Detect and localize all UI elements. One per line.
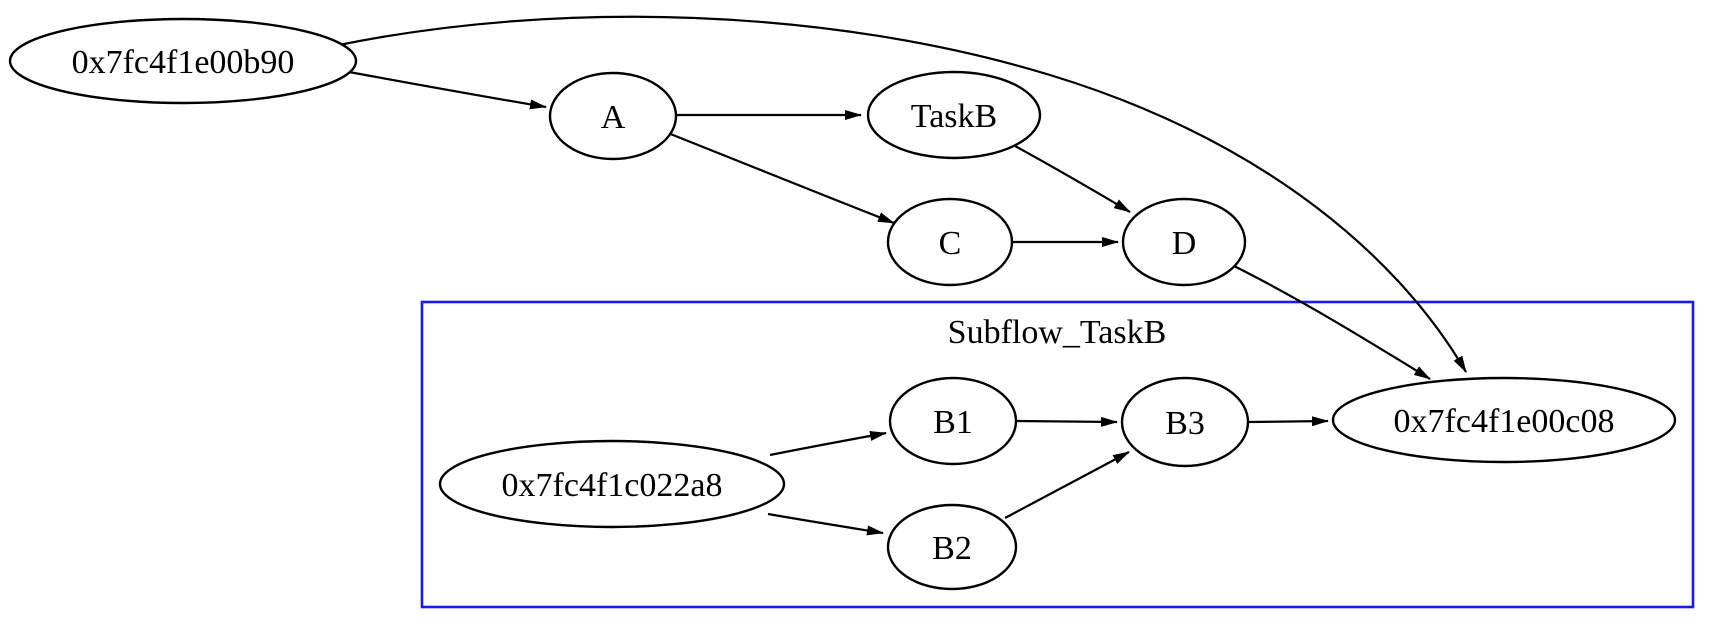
- edge-D-to-flow-end: [1233, 265, 1431, 380]
- cluster-layer: Subflow_TaskB: [420, 300, 1695, 609]
- node-D-shape: [1121, 197, 1247, 287]
- node-TaskB-shape: [866, 70, 1042, 160]
- node-C-label: C: [939, 225, 962, 262]
- node-D-label: D: [1172, 225, 1197, 262]
- node-subflow-start-shape: [438, 439, 786, 529]
- node-flow-end-shape: [1331, 376, 1677, 464]
- subflow-cluster-label: Subflow_TaskB: [948, 314, 1167, 351]
- node-TaskB-label: TaskB: [911, 98, 997, 135]
- edge-B3-to-flow-end: [1247, 416, 1329, 427]
- edge-B2-to-B3: [1004, 451, 1130, 519]
- node-B3-shape: [1120, 376, 1250, 468]
- node-B2-label: B2: [932, 530, 972, 567]
- node-A-shape: [548, 71, 678, 161]
- node-A: A: [548, 71, 678, 161]
- edge-B1-to-B3: [1015, 416, 1118, 427]
- node-flow-start-label: 0x7fc4f1e00b90: [72, 44, 295, 81]
- edge-TaskB-to-D: [1014, 145, 1131, 213]
- subflow-cluster-box: [420, 300, 1695, 609]
- node-C-shape: [886, 197, 1014, 287]
- node-C: C: [886, 197, 1014, 287]
- node-flow-end-label: 0x7fc4f1e00c08: [1394, 403, 1615, 440]
- node-B1-shape: [888, 376, 1018, 466]
- node-subflow-start: 0x7fc4f1c022a8: [438, 439, 786, 529]
- node-flow-start-shape: [8, 17, 358, 105]
- node-subflow-start-label: 0x7fc4f1c022a8: [502, 467, 723, 504]
- node-B3-label: B3: [1165, 405, 1205, 442]
- node-B2: B2: [886, 503, 1018, 591]
- edge-flow-start-to-flow-end: [338, 15, 1467, 373]
- edge-subflow-start-to-B2: [767, 512, 884, 536]
- node-TaskB: TaskB: [866, 70, 1042, 160]
- node-D: D: [1121, 197, 1247, 287]
- edge-A-to-C: [667, 131, 895, 225]
- edge-flow-start-to-A: [348, 70, 547, 110]
- node-B2-shape: [886, 503, 1018, 591]
- node-B3: B3: [1120, 376, 1250, 468]
- node-A-label: A: [601, 99, 626, 136]
- node-flow-start: 0x7fc4f1e00b90: [8, 17, 358, 105]
- node-B1-label: B1: [933, 404, 973, 441]
- node-flow-end: 0x7fc4f1e00c08: [1331, 376, 1677, 464]
- node-B1: B1: [888, 376, 1018, 466]
- edge-subflow-start-to-B1: [769, 430, 887, 457]
- edge-layer: [338, 15, 1467, 536]
